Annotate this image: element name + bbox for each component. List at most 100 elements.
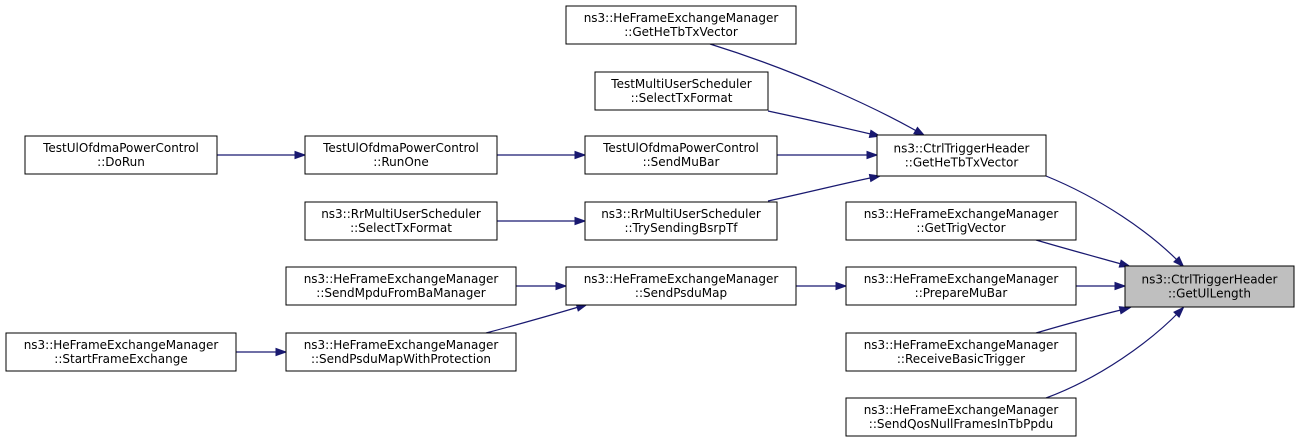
node-label-class: ns3::RrMultiUserScheduler: [321, 207, 481, 221]
node-box: [1124, 265, 1295, 308]
node-box: [565, 266, 797, 306]
node-box: [594, 71, 769, 111]
node-box: [565, 5, 797, 45]
edge-tupc-sendmubar-to-trig-gethetbtxvector: [777, 150, 879, 160]
arrowhead: [835, 281, 848, 291]
node-hfem-sendmpdufrombamanager[interactable]: ns3::HeFrameExchangeManager::SendMpduFro…: [285, 266, 517, 306]
edge-hfem-sendpsdumap-to-hfem-preparemubar: [796, 281, 848, 291]
node-hfem-sendpsdumap[interactable]: ns3::HeFrameExchangeManager::SendPsduMap: [565, 266, 797, 306]
arrowhead: [555, 281, 568, 291]
node-box: [845, 332, 1077, 372]
node-box: [845, 266, 1077, 306]
node-rrmus-trysendingbsrptf[interactable]: ns3::RrMultiUserScheduler::TrySendingBsr…: [584, 201, 778, 241]
edge-hfem-gettrigvector-to-getullength: [1035, 239, 1132, 268]
node-box: [876, 134, 1047, 177]
node-label-method: ::SendMuBar: [643, 155, 720, 169]
node-label-method: ::SendPsduMap: [635, 286, 727, 300]
edge-line: [1035, 308, 1126, 334]
node-label-class: ns3::HeFrameExchangeManager: [864, 272, 1059, 286]
node-hfem-preparemubar[interactable]: ns3::HeFrameExchangeManager::PrepareMuBa…: [845, 266, 1077, 306]
edge-hfem-startframeexchange-to-hfem-sendpsdumapwithprotection: [236, 347, 288, 357]
node-label-class: TestUlOfdmaPowerControl: [602, 141, 759, 155]
node-label-method: ::GetHeTbTxVector: [624, 25, 738, 39]
node-label-class: ns3::HeFrameExchangeManager: [584, 272, 779, 286]
node-box: [845, 201, 1077, 241]
node-label-class: ns3::HeFrameExchangeManager: [584, 11, 779, 25]
node-label-class: ns3::RrMultiUserScheduler: [601, 207, 761, 221]
node-hfem-sendqosnullframesintbppdu[interactable]: ns3::HeFrameExchangeManager::SendQosNull…: [845, 397, 1077, 437]
edge-rrmus-selecttxformat-to-rrmus-trysendingbsrptf: [497, 216, 587, 226]
arrowhead: [294, 150, 307, 160]
node-box: [304, 201, 498, 241]
node-box: [285, 266, 517, 306]
edge-line: [485, 305, 583, 334]
node-label-method: ::SendMpduFromBaManager: [316, 286, 485, 300]
arrowhead: [275, 347, 288, 357]
node-label-method: ::SelectTxFormat: [350, 221, 452, 235]
node-box: [5, 332, 237, 372]
edge-hfem-sendqosnullframesintbppdu-to-getullength: [1045, 306, 1185, 399]
node-tupc-dorun[interactable]: TestUlOfdmaPowerControl::DoRun: [24, 135, 218, 175]
node-label-method: ::DoRun: [97, 155, 145, 169]
node-label-method: ::GetTrigVector: [916, 221, 1005, 235]
node-label-class: ns3::HeFrameExchangeManager: [304, 272, 499, 286]
node-hfem-gettrigvector[interactable]: ns3::HeFrameExchangeManager::GetTrigVect…: [845, 201, 1077, 241]
node-label-class: ns3::CtrlTriggerHeader: [1141, 273, 1277, 287]
node-label-class: ns3::HeFrameExchangeManager: [864, 338, 1059, 352]
node-label-method: ::GetUlLength: [1168, 287, 1251, 301]
edge-trig-gethetbtxvector-to-getullength: [1045, 175, 1185, 268]
arrowhead: [866, 150, 879, 160]
node-label-class: TestUlOfdmaPowerControl: [322, 141, 479, 155]
node-label-method: ::ReceiveBasicTrigger: [897, 352, 1025, 366]
edges-layer: [217, 43, 1185, 399]
node-hfem-gethetbtxvector[interactable]: ns3::HeFrameExchangeManager::GetHeTbTxVe…: [565, 5, 797, 45]
node-label-method: ::SendPsduMapWithProtection: [311, 352, 491, 366]
node-tmus-selecttxformat[interactable]: TestMultiUserScheduler::SelectTxFormat: [594, 71, 769, 111]
arrowhead: [1173, 306, 1185, 318]
edge-rrmus-trysendingbsrptf-to-trig-gethetbtxvector: [767, 173, 882, 202]
node-trig-gethetbtxvector[interactable]: ns3::CtrlTriggerHeader::GetHeTbTxVector: [876, 134, 1047, 177]
edge-hfem-sendpsdumapwithprotection-to-hfem-sendpsdumap: [485, 303, 589, 334]
node-label-class: ns3::HeFrameExchangeManager: [24, 338, 219, 352]
edge-line: [1045, 310, 1181, 399]
node-label-method: ::TrySendingBsrpTf: [624, 221, 738, 235]
node-label-method: ::SendQosNullFramesInTbPpdu: [869, 417, 1053, 431]
edge-hfem-sendmpdufrombamanager-to-hfem-sendpsdumap: [516, 281, 568, 291]
node-rrmus-selecttxformat[interactable]: ns3::RrMultiUserScheduler::SelectTxForma…: [304, 201, 498, 241]
edge-tupc-dorun-to-tupc-runone: [217, 150, 307, 160]
edge-tmus-selecttxformat-to-trig-gethetbtxvector: [767, 110, 882, 138]
node-label-class: ns3::HeFrameExchangeManager: [864, 207, 1059, 221]
node-box: [845, 397, 1077, 437]
edge-line: [1035, 239, 1126, 266]
node-label-method: ::RunOne: [373, 155, 429, 169]
node-label-method: ::GetHeTbTxVector: [905, 156, 1019, 170]
edge-hfem-receivebasictrigger-to-getullength: [1035, 306, 1132, 334]
arrowhead: [913, 126, 926, 137]
node-box: [584, 201, 778, 241]
arrowhead: [574, 216, 587, 226]
node-getullength[interactable]: ns3::CtrlTriggerHeader::GetUlLength: [1124, 265, 1295, 308]
node-tupc-runone[interactable]: TestUlOfdmaPowerControl::RunOne: [304, 135, 498, 175]
nodes-layer: ns3::CtrlTriggerHeader::GetUlLengthns3::…: [5, 5, 1295, 437]
node-hfem-receivebasictrigger[interactable]: ns3::HeFrameExchangeManager::ReceiveBasi…: [845, 332, 1077, 372]
arrowhead: [1118, 306, 1132, 315]
node-hfem-startframeexchange[interactable]: ns3::HeFrameExchangeManager::StartFrameE…: [5, 332, 237, 372]
node-label-method: ::SelectTxFormat: [631, 91, 733, 105]
node-label-class: ns3::HeFrameExchangeManager: [304, 338, 499, 352]
edge-hfem-preparemubar-to-getullength: [1076, 281, 1127, 291]
node-tupc-sendmubar[interactable]: TestUlOfdmaPowerControl::SendMuBar: [584, 135, 778, 175]
node-label-method: ::PrepareMuBar: [915, 286, 1008, 300]
edge-line: [709, 43, 921, 134]
edge-line: [767, 110, 876, 136]
node-label-class: TestUlOfdmaPowerControl: [42, 141, 199, 155]
node-box: [285, 332, 517, 372]
node-box: [24, 135, 218, 175]
arrowhead: [1173, 256, 1185, 268]
arrowhead: [1114, 281, 1127, 291]
node-label-class: TestMultiUserScheduler: [610, 77, 751, 91]
node-label-class: ns3::CtrlTriggerHeader: [893, 142, 1029, 156]
node-box: [584, 135, 778, 175]
node-hfem-sendpsdumapwithprotection[interactable]: ns3::HeFrameExchangeManager::SendPsduMap…: [285, 332, 517, 372]
edge-tupc-runone-to-tupc-sendmubar: [497, 150, 587, 160]
